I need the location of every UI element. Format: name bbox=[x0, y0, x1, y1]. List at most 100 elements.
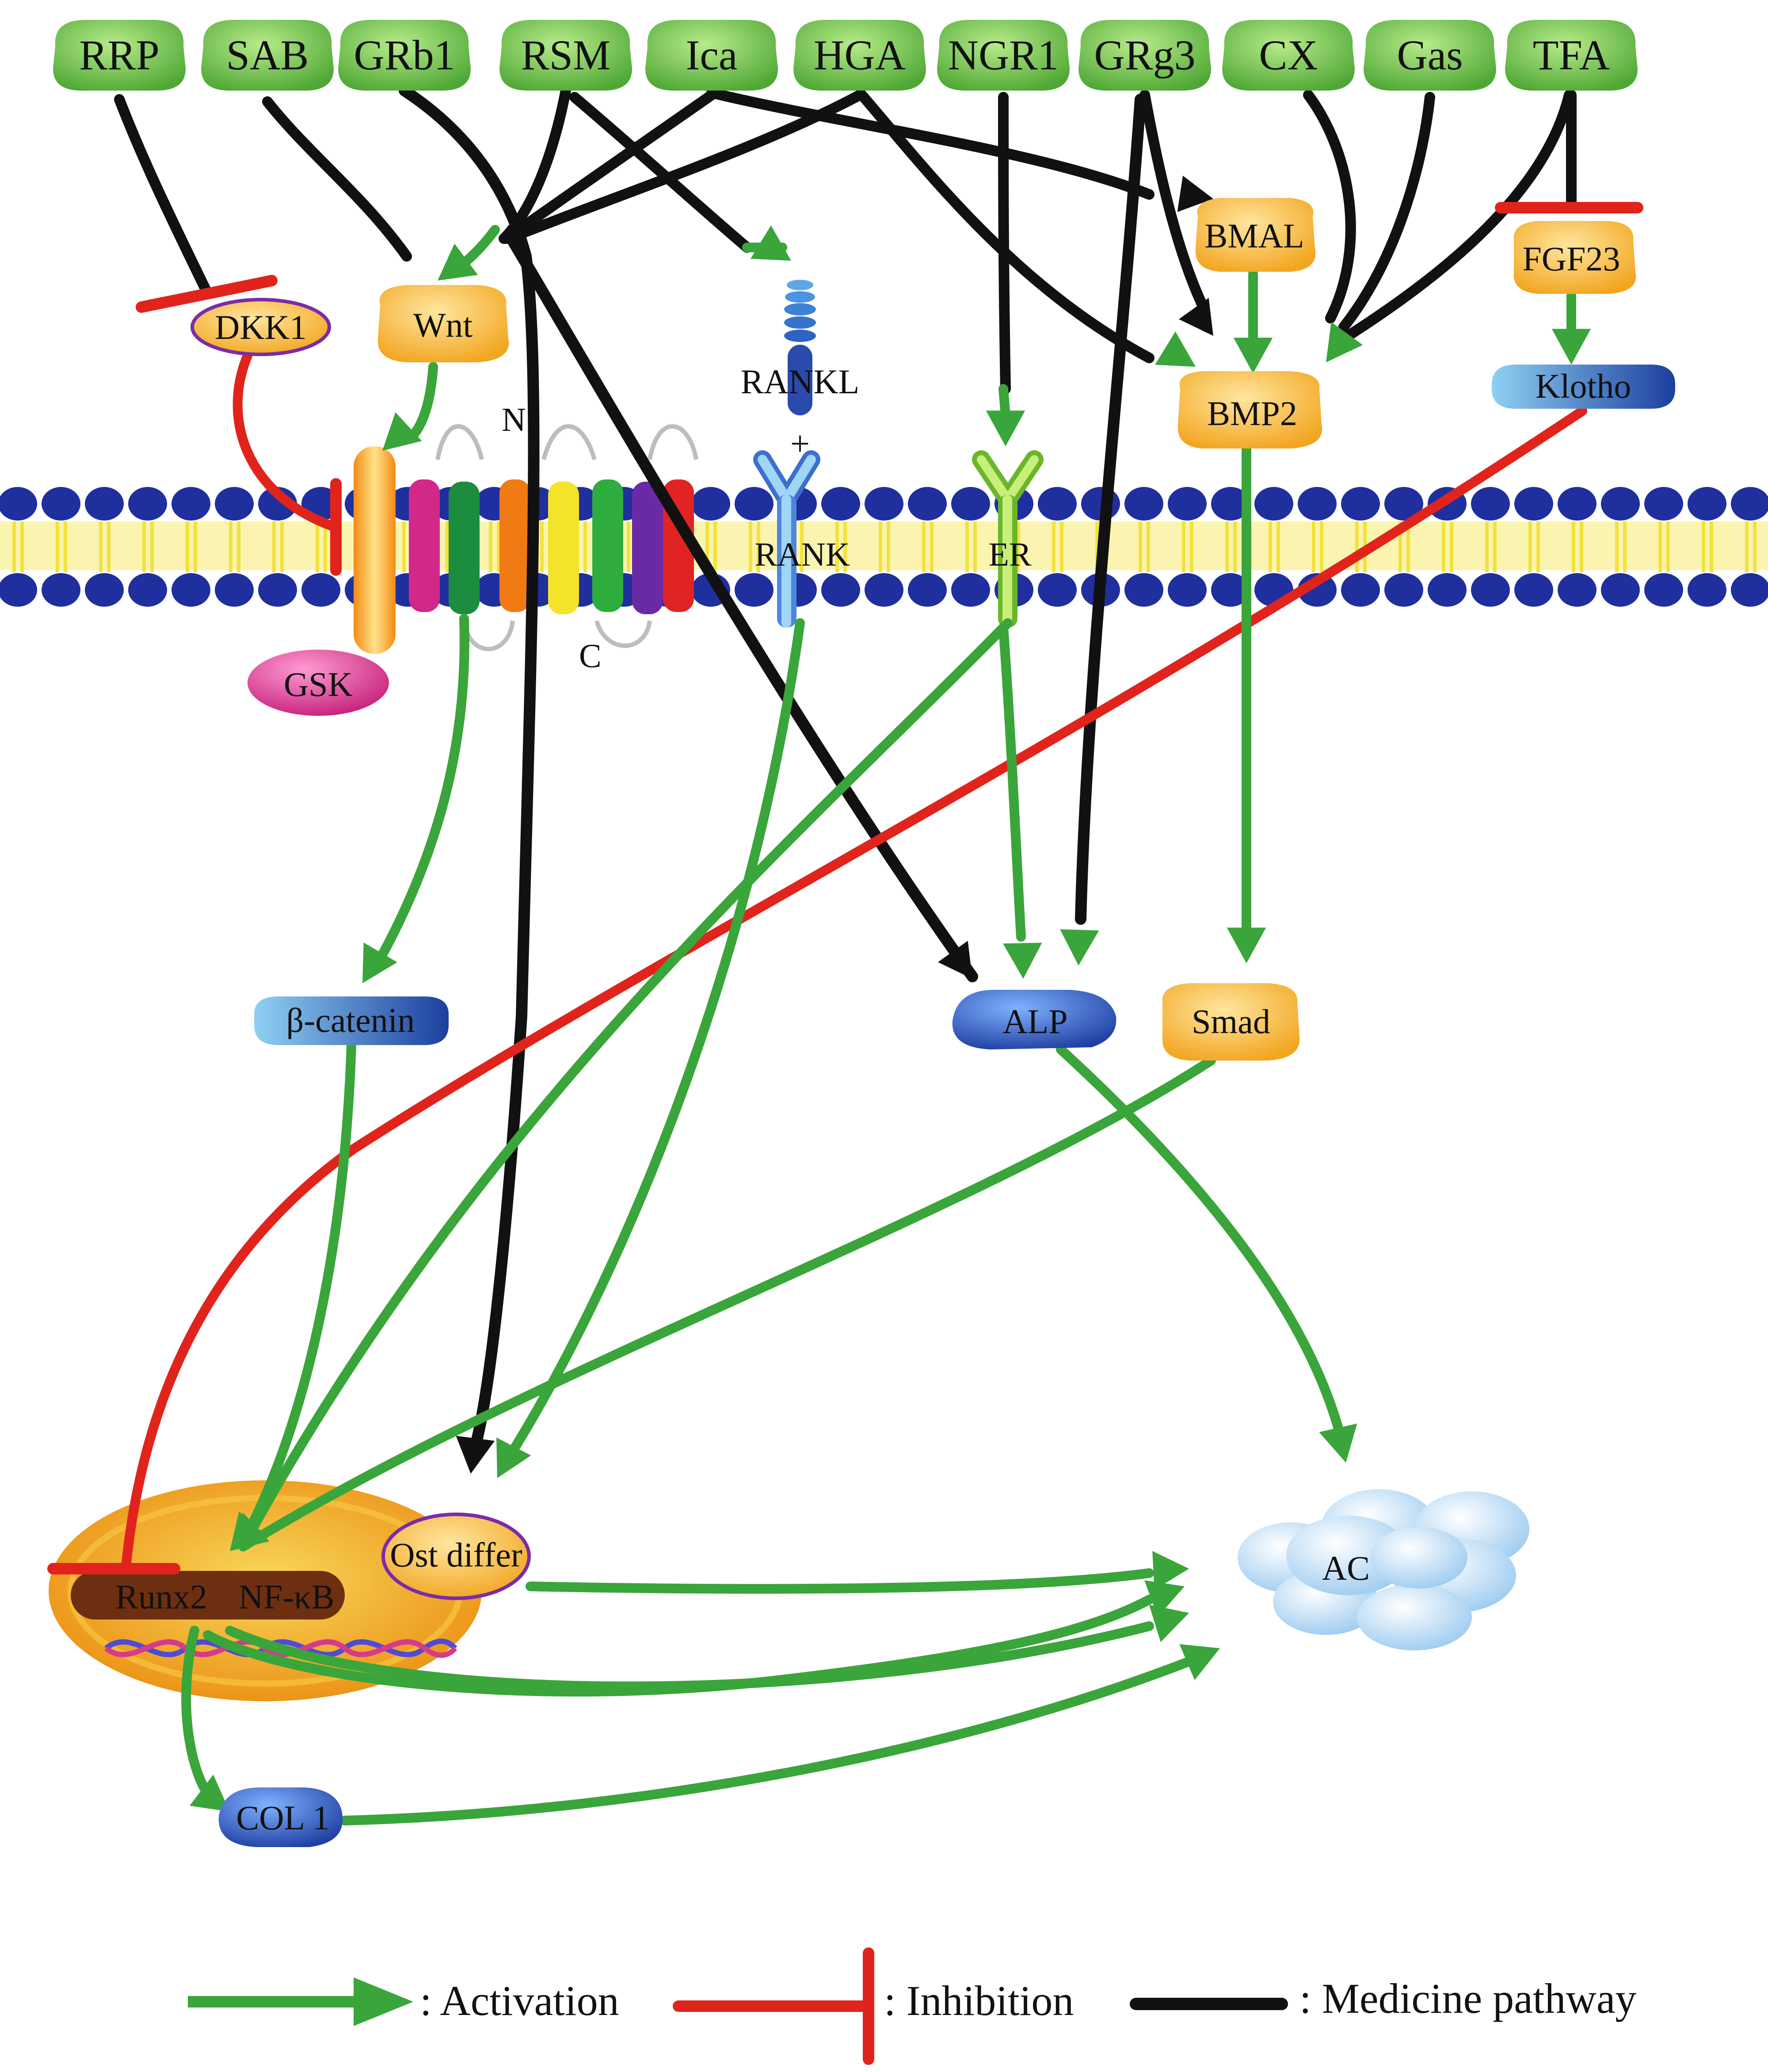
rrp-dkk1-pathway bbox=[114, 94, 213, 299]
medicine-node-grg3: GRg3 bbox=[1078, 20, 1211, 91]
hga-bmp2-pathway bbox=[857, 90, 1155, 363]
legend-inhibition-label: : Inhibition bbox=[884, 1977, 1074, 2024]
bmal-bmp2-arrowhead bbox=[1233, 338, 1273, 373]
medicine-node-grb1: GRb1 bbox=[338, 20, 471, 91]
runx2-col1-arrowhead bbox=[189, 1774, 230, 1812]
runx2-col1-activation bbox=[181, 1626, 213, 1799]
ac-label: AC bbox=[1322, 1549, 1370, 1587]
beta-catenin-label: β-catenin bbox=[286, 1001, 415, 1039]
alp-ac-arrowhead bbox=[1319, 1423, 1357, 1463]
inhibition-bars bbox=[47, 202, 1643, 1574]
grb1-ost-arrowhead bbox=[456, 1436, 495, 1474]
bmp2-label: BMP2 bbox=[1207, 394, 1297, 433]
cx-bmp2-pathway bbox=[1303, 90, 1356, 323]
medicine-node-gas: Gas bbox=[1364, 20, 1496, 91]
ica-bmal-arrowhead bbox=[1177, 175, 1213, 212]
gsk-node: GSK bbox=[248, 650, 389, 716]
ica-hub-pathway bbox=[501, 90, 717, 244]
col1-ac-activation bbox=[340, 1657, 1194, 1825]
smad-label: Smad bbox=[1192, 1002, 1270, 1041]
klotho-node: Klotho bbox=[1492, 365, 1675, 409]
wnt-label: Wnt bbox=[413, 306, 473, 344]
nfkb-ac-activation bbox=[203, 1595, 1154, 1697]
medicine-label: HGA bbox=[814, 31, 906, 79]
receptor-betacatenin-arrowhead bbox=[362, 942, 397, 983]
smad-runx2-activation bbox=[238, 1056, 1216, 1551]
col1-ac-arrowhead bbox=[1179, 1644, 1220, 1680]
grg3-alp-arrowhead bbox=[1060, 929, 1099, 966]
nfkb-label: NF-κB bbox=[238, 1578, 334, 1616]
wnt-receptor-arrowhead bbox=[382, 412, 422, 451]
ost-ac-arrowhead bbox=[1152, 1551, 1189, 1590]
receptor-betacatenin-activation bbox=[375, 614, 469, 964]
medicine-label: TFA bbox=[1533, 31, 1610, 79]
wnt-receptor-activation bbox=[406, 362, 438, 442]
er-alp-activation bbox=[998, 623, 1026, 942]
rank-label: RANK bbox=[754, 536, 850, 573]
er-receptor bbox=[972, 450, 1044, 627]
edges-layer bbox=[114, 85, 1591, 1825]
legend-activation: : Activation bbox=[188, 1977, 619, 2026]
rank-receptor bbox=[753, 450, 820, 627]
gsk-label: GSK bbox=[284, 665, 353, 703]
er-runx2-activation bbox=[243, 618, 1013, 1543]
cell-membrane bbox=[0, 487, 1768, 607]
medicine-node-sab: SAB bbox=[201, 20, 334, 91]
legend-activation-label: : Activation bbox=[420, 1977, 619, 2024]
runx2-label: Runx2 bbox=[115, 1578, 207, 1616]
runx2-ac-arrowhead bbox=[1149, 1604, 1189, 1642]
legend-medicine: : Medicine pathway bbox=[1130, 1975, 1636, 2022]
alp-ac-activation bbox=[1056, 1045, 1344, 1437]
legend-medicine-label: : Medicine pathway bbox=[1299, 1975, 1636, 2022]
ica-bmal-pathway bbox=[706, 87, 1155, 200]
ost-ac-activation bbox=[526, 1568, 1154, 1594]
medicine-node-ngr1: NGR1 bbox=[937, 20, 1070, 91]
medicine-node-cx: CX bbox=[1222, 20, 1355, 91]
medicine-label: GRg3 bbox=[1094, 31, 1195, 79]
ngr1-er-pathway bbox=[998, 92, 1011, 394]
alp-node: ALP bbox=[952, 990, 1116, 1049]
medicine-node-tfa: TFA bbox=[1505, 20, 1638, 91]
hga-bmp2-arrowhead bbox=[1155, 331, 1196, 367]
grg3-alp-pathway bbox=[1075, 94, 1146, 925]
bmal-node: BMAL bbox=[1195, 198, 1316, 272]
hub-wnt-arrowhead bbox=[438, 243, 478, 281]
ngr1-er-arrowhead bbox=[986, 411, 1025, 446]
rank-ost-activation bbox=[503, 618, 805, 1463]
medicine-label: NGR1 bbox=[948, 31, 1059, 79]
col1-label: COL 1 bbox=[236, 1798, 330, 1837]
legend-inhibition: : Inhibition bbox=[673, 1947, 1074, 2065]
rank-ost-arrowhead bbox=[496, 1437, 531, 1478]
hub-alp-pathway bbox=[507, 235, 978, 982]
fgf23-node: FGF23 bbox=[1513, 221, 1636, 294]
rsm-rankl-pathway bbox=[569, 92, 752, 253]
grg3-bmp2-arrowhead bbox=[1178, 297, 1213, 336]
frizzled-receptor: N C bbox=[354, 401, 698, 675]
rsm-rankl-arrowhead bbox=[751, 225, 791, 261]
nfkb-ac-arrowhead bbox=[1144, 1580, 1185, 1617]
medicine-label: Ica bbox=[686, 31, 737, 79]
medicine-label: RRP bbox=[79, 31, 159, 79]
fgf23-klotho-arrowhead bbox=[1551, 329, 1591, 365]
er-alp-arrowhead bbox=[1003, 943, 1042, 979]
grg3-bmp2-pathway bbox=[1139, 90, 1208, 310]
ac-cloud: AC bbox=[1238, 1489, 1529, 1650]
medicine-node-hga: HGA bbox=[793, 20, 926, 91]
cx-bmp2-arrowhead bbox=[1326, 322, 1363, 362]
smad-node: Smad bbox=[1162, 983, 1300, 1061]
medicine-node-ica: Ica bbox=[645, 20, 778, 91]
beta-catenin-node: β-catenin bbox=[254, 996, 449, 1045]
nucleus bbox=[49, 1480, 482, 1701]
ost-differ-node: Ost differ bbox=[381, 1513, 531, 1600]
ost-differ-label: Ost differ bbox=[390, 1536, 522, 1574]
col1-node: COL 1 bbox=[218, 1787, 343, 1847]
plus-label: + bbox=[790, 424, 810, 463]
medicine-node-rsm: RSM bbox=[499, 20, 632, 91]
smad-runx2-arrowhead bbox=[230, 1512, 270, 1551]
n-terminal-label: N bbox=[502, 401, 526, 438]
bmp2-smad-arrowhead bbox=[1227, 928, 1266, 963]
rankl-label: RANKL bbox=[741, 362, 860, 401]
bmp2-node: BMP2 bbox=[1177, 371, 1322, 449]
